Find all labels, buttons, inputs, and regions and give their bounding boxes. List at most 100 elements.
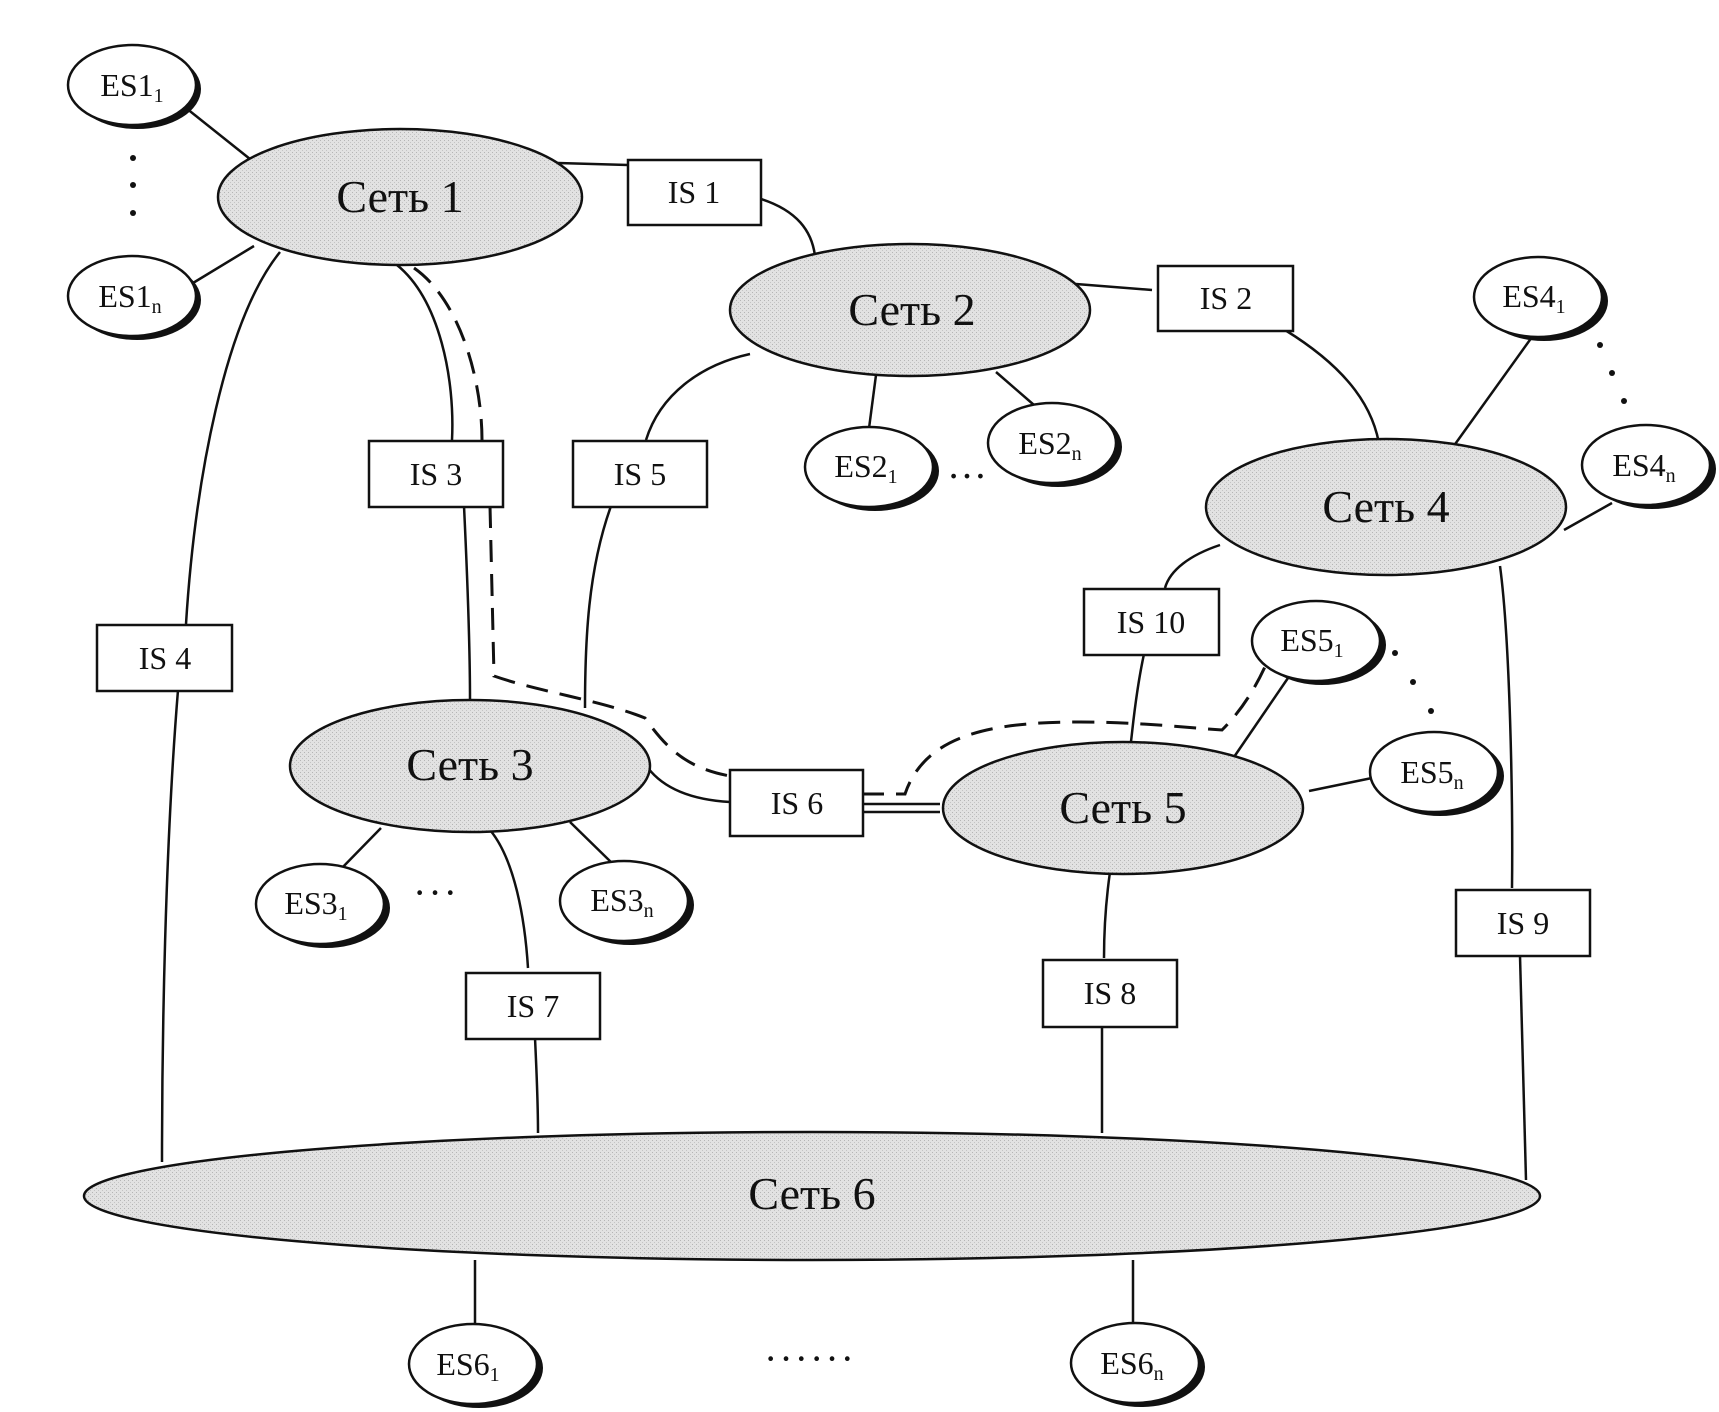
link-net4-is10 — [1163, 543, 1221, 589]
es6-1-label: ES61 — [436, 1346, 499, 1386]
es3-n-ellipse — [558, 859, 690, 943]
es2-1-ellipse — [803, 425, 935, 509]
link-net4-is9 — [1498, 565, 1514, 889]
router-is3-box — [367, 439, 505, 509]
link-net1-is4 — [184, 251, 281, 625]
router-is4-box — [95, 623, 234, 693]
router-is5-box — [571, 439, 709, 509]
router-is9-box — [1454, 888, 1592, 958]
link-is4-net6 — [160, 689, 180, 1163]
network-6-label: Сеть 6 — [748, 1168, 875, 1219]
network-1-ellipse — [216, 127, 584, 267]
es2-n-ellipse — [986, 401, 1118, 485]
network-6-ellipse — [82, 1130, 1542, 1262]
es1-n-label: ES1n — [98, 278, 161, 318]
es1-dot-2 — [130, 182, 136, 188]
es1-dot-3 — [130, 210, 136, 216]
end-systems: ES11 ES1n ES21 … ES2n ES31 ··· ES3n ES41 — [66, 43, 1716, 1408]
router-is3-label: IS 3 — [410, 456, 462, 492]
router-is5-label: IS 5 — [614, 456, 666, 492]
es6-ellipsis: ······ — [764, 1336, 856, 1381]
es2-ellipsis: … — [947, 442, 989, 487]
router-is8-box — [1041, 958, 1179, 1029]
es2-n-label: ES2n — [1018, 425, 1081, 465]
es5-n-ellipse — [1368, 730, 1500, 814]
network-2-label: Сеть 2 — [848, 284, 975, 335]
network-4-ellipse — [1204, 437, 1568, 577]
network-5-label: Сеть 5 — [1059, 782, 1186, 833]
es3-n-label: ES3n — [590, 882, 653, 922]
es3-ellipsis: ··· — [413, 870, 459, 915]
es1-1-label: ES11 — [100, 67, 163, 107]
link-es1-n-net1 — [192, 244, 255, 285]
router-is2-box — [1156, 264, 1295, 333]
link-net1-is3 — [396, 264, 454, 441]
es1-dot-1 — [130, 155, 136, 161]
es4-1-label: ES41 — [1502, 278, 1565, 318]
router-is7-box — [464, 971, 602, 1041]
link-es1-1-net1 — [185, 107, 256, 164]
link-net2-is2 — [1075, 282, 1153, 292]
network-1-label: Сеть 1 — [336, 171, 463, 222]
router-is9-label: IS 9 — [1497, 905, 1549, 941]
route-is3-to-is6 — [488, 505, 731, 778]
router-is7-label: IS 7 — [507, 988, 559, 1024]
es5-n-label: ES5n — [1400, 754, 1463, 794]
es4-dot-1 — [1597, 342, 1603, 348]
es1-1-ellipse — [66, 43, 198, 127]
link-es5-1-net5 — [1232, 677, 1290, 758]
es5-1-label: ES51 — [1280, 622, 1343, 662]
link-is1-net2 — [757, 196, 817, 257]
router-is6-box — [728, 768, 865, 838]
es3-1-ellipse — [254, 862, 386, 946]
router-is6-label: IS 6 — [771, 785, 823, 821]
network-3-label: Сеть 3 — [406, 739, 533, 790]
routers: IS 1 IS 2 IS 3 IS 4 IS 5 IS 6 IS 7 IS 8 … — [95, 158, 1592, 1041]
link-is2-net4 — [1284, 328, 1382, 451]
link-net2-is5 — [644, 352, 751, 441]
link-es2-n-net2 — [995, 371, 1035, 406]
link-net1-is1 — [557, 161, 629, 167]
es5-1-ellipse — [1250, 599, 1382, 683]
es4-dot-2 — [1609, 370, 1615, 376]
es3-1-label: ES31 — [284, 885, 347, 925]
es5-dot-1 — [1392, 650, 1398, 656]
network-2-ellipse — [728, 242, 1092, 378]
networks: Сеть 1 Сеть 2 Сеть 3 Сеть 4 Сеть 5 Сеть … — [82, 127, 1568, 1262]
router-is10-label: IS 10 — [1117, 604, 1185, 640]
es5-dot-3 — [1428, 708, 1434, 714]
router-is1-box — [626, 158, 763, 227]
es1-n-ellipse — [66, 254, 198, 338]
router-is1-label: IS 1 — [668, 174, 720, 210]
router-is10-box — [1082, 587, 1221, 657]
es2-1-label: ES21 — [834, 448, 897, 488]
link-es4-n-net4 — [1563, 501, 1613, 532]
link-is10-net5 — [1128, 653, 1146, 749]
es6-n-label: ES6n — [1100, 1345, 1163, 1385]
router-is8-label: IS 8 — [1084, 975, 1136, 1011]
es4-n-label: ES4n — [1612, 447, 1675, 487]
es4-dot-3 — [1621, 398, 1627, 404]
es5-dot-2 — [1410, 679, 1416, 685]
network-4-label: Сеть 4 — [1322, 481, 1449, 532]
link-es3-1-net3 — [337, 827, 382, 873]
router-is2-label: IS 2 — [1200, 280, 1252, 316]
highlighted-route — [413, 266, 1270, 806]
network-3-ellipse — [288, 698, 652, 834]
route-is6-to-es5 — [862, 659, 1270, 796]
link-is3-net3 — [462, 505, 472, 701]
route-net1-to-is3 — [413, 266, 484, 441]
es4-n-ellipse — [1580, 423, 1712, 507]
link-es3-n-net3 — [569, 821, 615, 866]
link-es4-1-net4 — [1446, 336, 1534, 455]
es6-n-ellipse — [1069, 1321, 1201, 1405]
network-5-ellipse — [941, 740, 1305, 876]
es4-1-ellipse — [1472, 255, 1604, 339]
link-is9-net6 — [1518, 955, 1528, 1181]
link-net3-is7 — [489, 829, 530, 969]
link-es5-n-net5 — [1308, 776, 1373, 793]
link-is7-net6 — [533, 1037, 540, 1134]
es6-1-ellipse — [407, 1322, 539, 1406]
link-net5-is8 — [1102, 871, 1112, 959]
